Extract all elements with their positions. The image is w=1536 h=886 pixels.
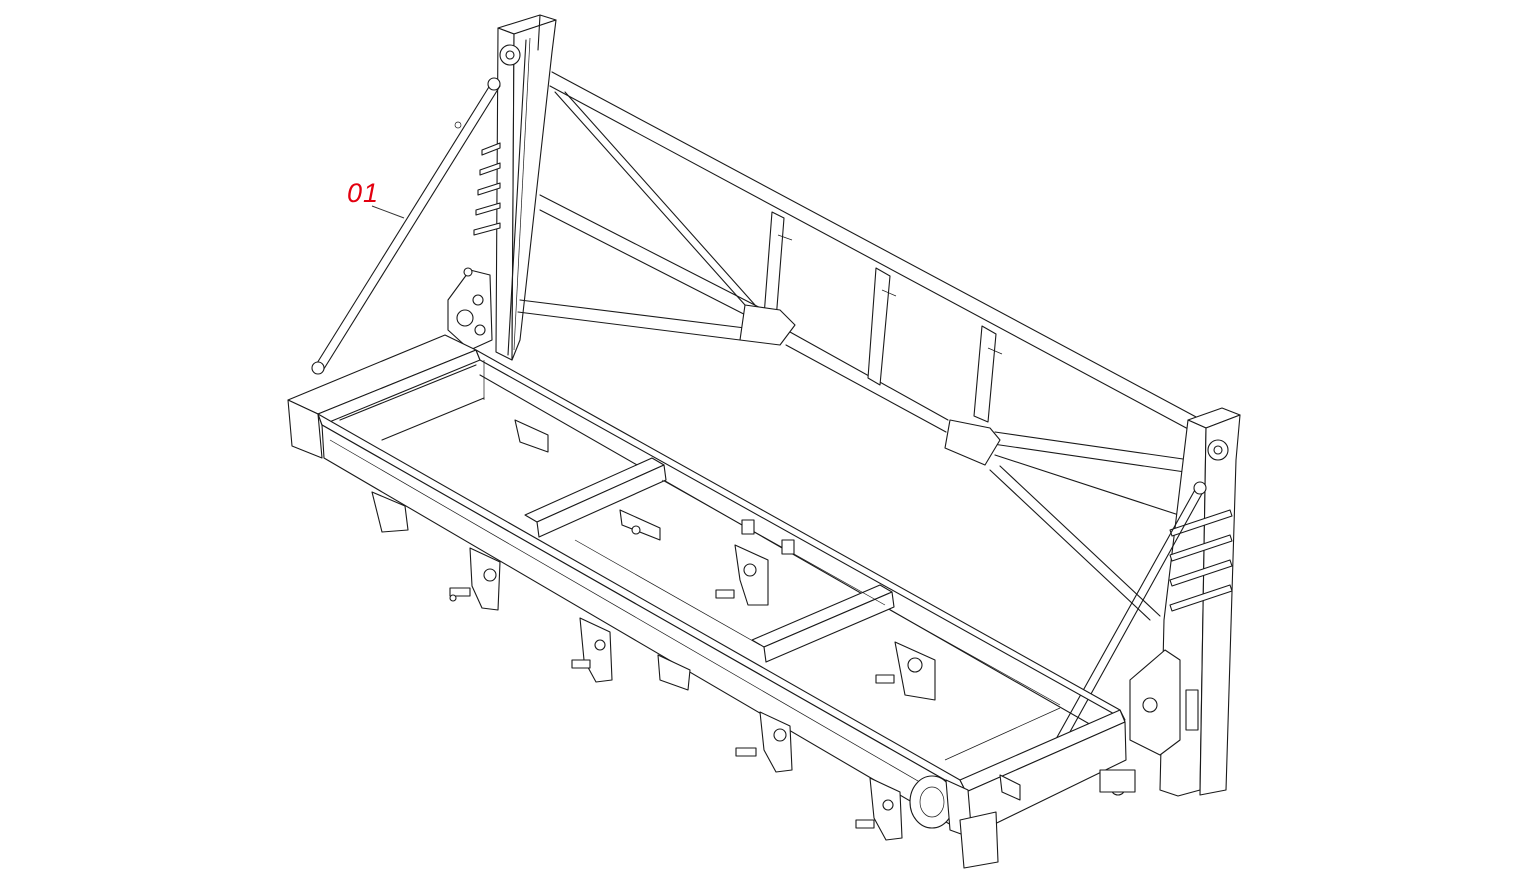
under-brackets	[371, 419, 1136, 841]
left-mast-rungs	[473, 142, 501, 236]
left-diagonal-brace	[311, 77, 501, 375]
left-mast	[447, 14, 557, 361]
part-callout-label: 01	[347, 178, 380, 208]
upper-lattice-frame	[517, 71, 1199, 621]
right-mast-rungs	[1169, 509, 1233, 612]
callout-leader	[371, 205, 405, 219]
cylinder-end	[909, 775, 999, 869]
right-mast	[1110, 407, 1241, 797]
base-frame	[287, 334, 1127, 837]
